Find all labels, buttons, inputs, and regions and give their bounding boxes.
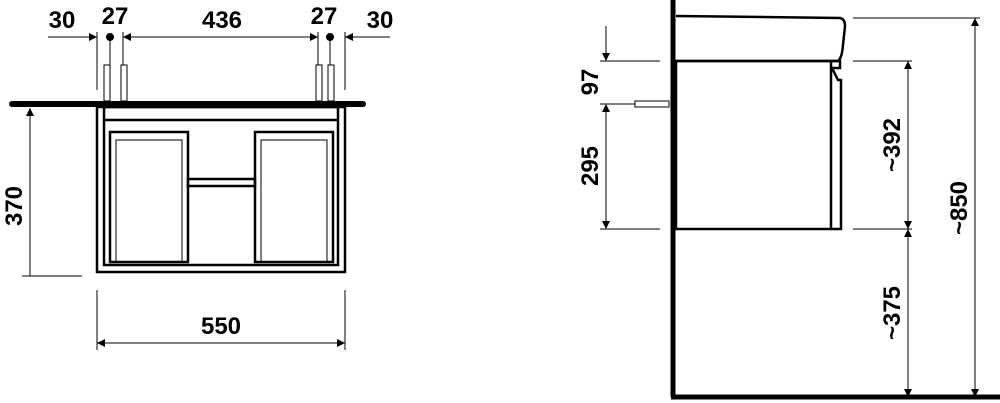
- left-door: [108, 130, 190, 264]
- dim-370: 370: [1, 186, 28, 226]
- dim-left-27: 27: [102, 3, 129, 30]
- wall-anchor: [634, 100, 670, 108]
- right-door: [253, 130, 335, 264]
- dim-97-295: 97 295: [577, 26, 660, 230]
- cabinet-front-panel: [829, 59, 843, 231]
- dim-right-30: 30: [367, 7, 394, 34]
- dim-right-27: 27: [311, 3, 338, 30]
- dim-850: ~850: [946, 181, 973, 235]
- middle-shelf: [186, 177, 257, 188]
- dim-392-375: ~392 ~375: [853, 60, 912, 397]
- basin: [675, 14, 847, 63]
- dim-375: ~375: [879, 286, 906, 340]
- dim-550: 550: [201, 313, 241, 340]
- cabinet-side: [674, 59, 833, 231]
- width-dimension: 550: [96, 290, 346, 350]
- top-dimension: 30 27 436 27 30: [48, 3, 393, 90]
- dim-392: ~392: [879, 118, 906, 172]
- front-view: 30 27 436 27 30 370 550: [1, 3, 393, 350]
- cabinet-front: [95, 105, 347, 274]
- dim-295: 295: [577, 146, 604, 186]
- dim-436: 436: [202, 7, 242, 34]
- side-view: 97 295 ~392 ~375 ~850: [577, 0, 1000, 400]
- dim-850: ~850: [853, 17, 980, 397]
- dim-97: 97: [577, 69, 604, 96]
- dim-left-30: 30: [49, 7, 76, 34]
- wall-anchors: [103, 64, 335, 102]
- height-dimension: 370: [1, 108, 82, 277]
